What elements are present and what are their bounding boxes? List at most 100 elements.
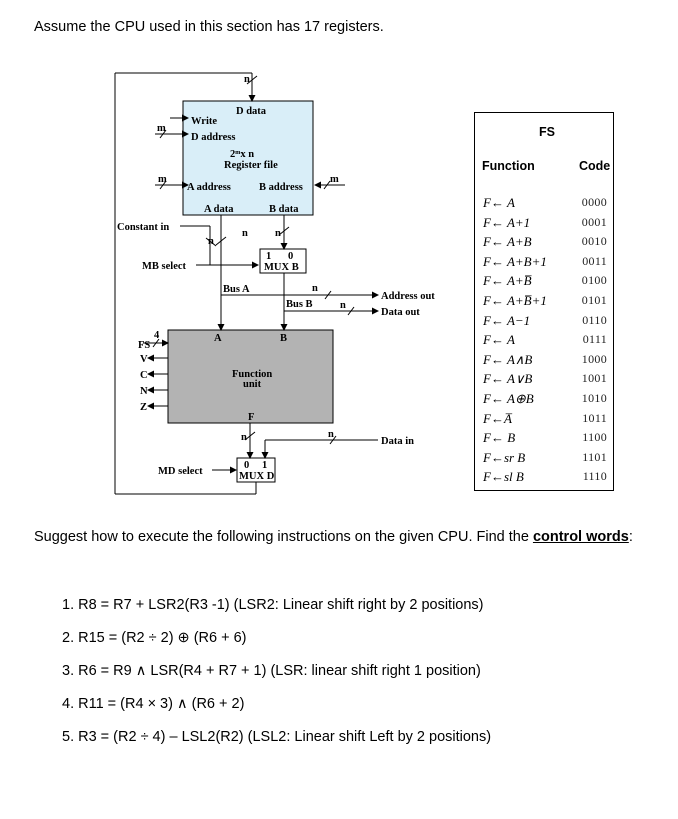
fs-table-col-code: Code [579, 159, 611, 173]
fs-table-row: F← B 1100 [483, 430, 613, 450]
fs-code-cell: 1110 [582, 469, 607, 484]
n-width-b: n [275, 228, 281, 239]
fs-code-cell: 1100 [582, 430, 607, 445]
constant-in-label: Constant in [117, 222, 169, 233]
c-flag-label: C [140, 370, 148, 381]
fs-function-cell: F← A+B [483, 234, 532, 250]
fs-table-row: F←sr B 1101 [483, 450, 613, 470]
bus-b-label: Bus B [286, 299, 313, 310]
data-out-label: Data out [381, 307, 420, 318]
fs-table-row: F← A+1 0001 [483, 215, 613, 235]
a-address-label: A address [187, 182, 231, 193]
write-label: Write [191, 116, 217, 127]
v-flag-label: V [140, 354, 148, 365]
function-unit-label-1: Function [232, 369, 272, 380]
d-data-label: D data [236, 106, 267, 117]
fs-code-cell: 0111 [582, 332, 607, 347]
fs-table-row: F← A∨B 1001 [483, 371, 613, 391]
fs-function-cell: F←A̅ [483, 410, 512, 426]
fs-function-cell: F← B [483, 430, 516, 446]
fs-table-row: F← A+B+1 0011 [483, 254, 613, 274]
fs-function-cell: F← A+B̅+1 [483, 293, 547, 308]
question-item: 5. R3 = (R2 ÷ 4) – LSL2(R2) (LSL2: Linea… [62, 729, 492, 745]
fs-function-cell: F← A+B̅ [483, 273, 532, 289]
fs-width-label: 4 [154, 330, 160, 341]
mb-select-label: MB select [142, 261, 187, 272]
n-width-busa: n [312, 283, 318, 294]
n-width-a: n [242, 228, 248, 239]
mux-d-one: 1 [262, 460, 267, 471]
fs-table-row: F← A+B 0010 [483, 234, 613, 254]
fs-code-cell: 0010 [581, 234, 607, 249]
fs-table-title: FS [539, 125, 555, 139]
mux-d-label: MUX D [239, 471, 275, 482]
fs-function-cell: F←sr B [483, 449, 526, 465]
control-words-emphasis: control words [532, 529, 629, 545]
fs-table-row: F← A⊕B 1010 [483, 391, 613, 411]
fs-function-cell: F← A−1 [483, 312, 531, 328]
register-file-box [182, 100, 314, 216]
fs-code-cell: 1001 [581, 371, 607, 386]
cpu-datapath-diagram: n D data Write m D address 2ᵐx n Registe… [114, 72, 435, 495]
fs-function-cell: F← A⊕B [483, 391, 534, 406]
data-in-label: Data in [381, 436, 414, 447]
fs-function-cell: F← A∨B [483, 371, 533, 387]
mux-d-box [236, 457, 276, 483]
fs-table-row: F← A+B̅ 0100 [483, 273, 613, 293]
mux-b-box [259, 248, 307, 274]
fs-code-cell: 0101 [581, 293, 607, 307]
fs-code-cell: 0000 [581, 195, 607, 209]
mux-b-one: 1 [266, 251, 271, 262]
suggest-prefix: Suggest how to execute the following ins… [34, 529, 533, 545]
fs-table-row: F← A+B̅+1 0101 [483, 293, 613, 313]
fs-table-row: F←A̅ 1011 [483, 411, 613, 431]
fs-function-cell: F← A+1 [483, 214, 531, 230]
register-file-label: Register file [224, 160, 278, 171]
question-item: 1. R8 = R7 + LSR2(R3 -1) (LSR2: Linear s… [62, 597, 484, 613]
n-width-f: n [241, 432, 247, 443]
m-width-aaddr: m [158, 174, 167, 185]
fs-function-cell: F← A [483, 332, 515, 348]
question-item: 3. R6 = R9 ∧ LSR(R4 + R7 + 1) (LSR: line… [62, 663, 481, 679]
fs-code-cell: 0100 [581, 273, 607, 288]
fs-table-row: F← A∧B 1000 [483, 352, 613, 372]
fs-table-row: F← A 0111 [483, 332, 613, 352]
mux-b-zero: 0 [288, 251, 293, 262]
a-data-label: A data [204, 204, 234, 215]
fs-code-cell: 1000 [581, 351, 607, 366]
z-flag-label: Z [140, 402, 147, 413]
address-out-label: Address out [381, 291, 435, 302]
fu-a-label: A [214, 333, 222, 344]
n-flag-label: N [140, 386, 148, 397]
b-data-label: B data [269, 204, 299, 215]
n-width-datain: n [328, 429, 334, 440]
n-width-busb: n [340, 300, 346, 311]
d-address-label: D address [191, 132, 235, 143]
fs-function-cell: F← A [483, 195, 515, 210]
suggest-text: Suggest how to execute the following ins… [34, 527, 654, 548]
fs-function-cell: F← A+B+1 [483, 253, 547, 269]
md-select-label: MD select [158, 466, 203, 477]
fs-code-cell: 0011 [582, 253, 607, 268]
function-unit-label-2: unit [243, 379, 262, 390]
fs-code-cell: 1011 [582, 410, 607, 425]
n-width-top: n [244, 74, 250, 85]
suggest-suffix: : [628, 529, 633, 545]
fs-function-cell: F← A∧B [483, 351, 533, 367]
mux-b-label: MUX B [264, 262, 299, 273]
fs-code-cell: 0001 [581, 214, 607, 229]
b-address-label: B address [259, 182, 303, 193]
fs-code-cell: 1010 [581, 391, 607, 405]
fs-label: FS [138, 340, 150, 351]
fs-function-cell: F←sl B [483, 469, 524, 485]
fs-table-col-function: Function [482, 159, 535, 173]
m-width-daddr: m [157, 123, 166, 134]
fu-b-label: B [280, 333, 287, 344]
question-item: 4. R11 = (R4 × 3) ∧ (R6 + 2) [62, 696, 245, 712]
bus-a-label: Bus A [223, 284, 250, 295]
fs-code-cell: 0110 [582, 312, 607, 327]
n-width-const: n [208, 236, 214, 247]
fs-code-cell: 1101 [582, 449, 607, 464]
fs-table-row: F← A 0000 [483, 195, 613, 215]
